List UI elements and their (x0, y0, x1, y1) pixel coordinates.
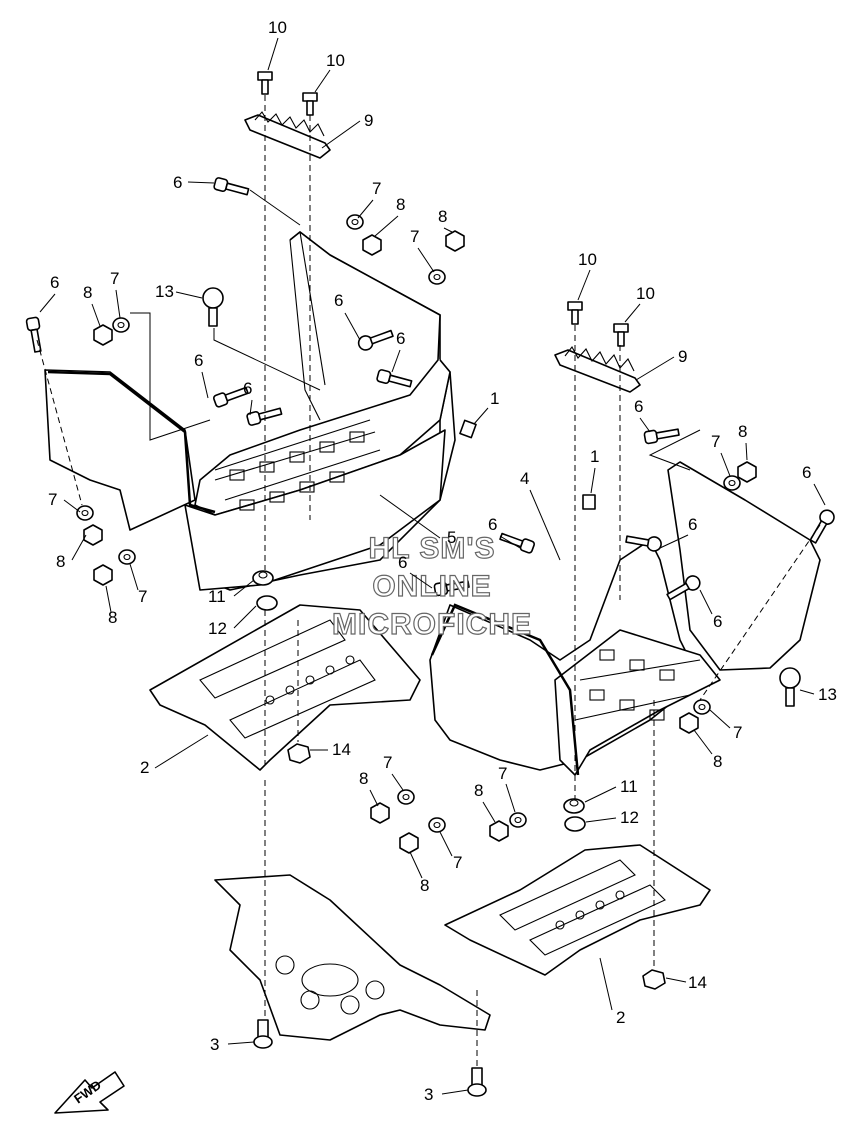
callout-7: 7 (110, 269, 119, 288)
callout-1: 1 (490, 389, 499, 408)
left-bracket-9 (244, 111, 331, 159)
callout-3: 3 (424, 1085, 433, 1104)
callout-13: 13 (155, 282, 174, 301)
svg-text:MICROFICHE: MICROFICHE (332, 608, 532, 641)
callout-6: 6 (802, 463, 811, 482)
callout-1: 1 (590, 447, 599, 466)
nuts-and-washers (76, 214, 757, 990)
callout-7: 7 (733, 723, 742, 742)
callout-6: 6 (50, 273, 59, 292)
right-footrest-cleats (574, 649, 701, 721)
callout-7: 7 (48, 490, 57, 509)
callout-7: 7 (372, 179, 381, 198)
callout-6: 6 (243, 379, 252, 398)
callout-14: 14 (688, 973, 707, 992)
callout-11: 11 (620, 777, 638, 796)
callout-7: 7 (383, 753, 392, 772)
callout-2: 2 (140, 758, 149, 777)
callout-9: 9 (678, 347, 687, 366)
callout-8: 8 (108, 608, 117, 627)
callout-10: 10 (578, 250, 597, 269)
callout-11: 11 (208, 587, 226, 606)
callout-8: 8 (359, 769, 368, 788)
callout-7: 7 (453, 853, 462, 872)
callout-8: 8 (420, 876, 429, 895)
svg-text:ONLINE: ONLINE (372, 570, 491, 603)
svg-text:HL SM'S: HL SM'S (369, 532, 496, 565)
callout-13: 13 (818, 685, 837, 704)
callout-7: 7 (410, 227, 419, 246)
callout-8: 8 (83, 283, 92, 302)
callout-12: 12 (208, 619, 227, 638)
callout-6: 6 (634, 397, 643, 416)
callout-6: 6 (396, 329, 405, 348)
left-guard-floor (184, 429, 446, 591)
callout-7: 7 (498, 764, 507, 783)
callout-12: 12 (620, 808, 639, 827)
callout-6: 6 (334, 291, 343, 310)
right-outer-flap (667, 461, 821, 671)
callout-10: 10 (326, 51, 345, 70)
assembly-lines (36, 95, 821, 1066)
callout-6: 6 (398, 553, 407, 572)
right-bracket-9 (554, 345, 641, 393)
callout-8: 8 (474, 781, 483, 800)
callout-2: 2 (616, 1008, 625, 1027)
callout-6: 6 (173, 173, 182, 192)
right-guard-assembly (429, 461, 821, 776)
callout-7: 7 (138, 587, 147, 606)
callout-10: 10 (268, 18, 287, 37)
frame-crossmember (214, 874, 491, 1041)
callout-14: 14 (332, 740, 351, 759)
callout-8: 8 (56, 552, 65, 571)
left-skid-plate (149, 604, 421, 771)
fwd-arrow-icon: FWD (54, 1071, 125, 1114)
callout-8: 8 (438, 207, 447, 226)
callout-4: 4 (520, 469, 529, 488)
callout-9: 9 (364, 111, 373, 130)
callout-8: 8 (738, 422, 747, 441)
callout-5: 5 (447, 528, 456, 547)
callout-6: 6 (713, 612, 722, 631)
callout-leaders (39, 37, 826, 1095)
callouts: 10 10 9 6 7 8 8 7 6 8 7 13 6 6 6 6 1 7 8… (48, 18, 837, 1104)
callout-6: 6 (488, 515, 497, 534)
callout-3: 3 (210, 1035, 219, 1054)
callout-6: 6 (194, 351, 203, 370)
watermark: HL SM'S ONLINE MICROFICHE (331, 531, 532, 641)
bolts (25, 71, 835, 1097)
left-guard-front-panel (194, 231, 451, 516)
left-footrest-cleats (214, 419, 381, 511)
callout-7: 7 (711, 432, 720, 451)
callout-8: 8 (713, 752, 722, 771)
callout-8: 8 (396, 195, 405, 214)
left-guard-assembly (44, 231, 456, 591)
callout-6: 6 (688, 515, 697, 534)
callout-10: 10 (636, 284, 655, 303)
right-skid-plate (444, 844, 711, 976)
